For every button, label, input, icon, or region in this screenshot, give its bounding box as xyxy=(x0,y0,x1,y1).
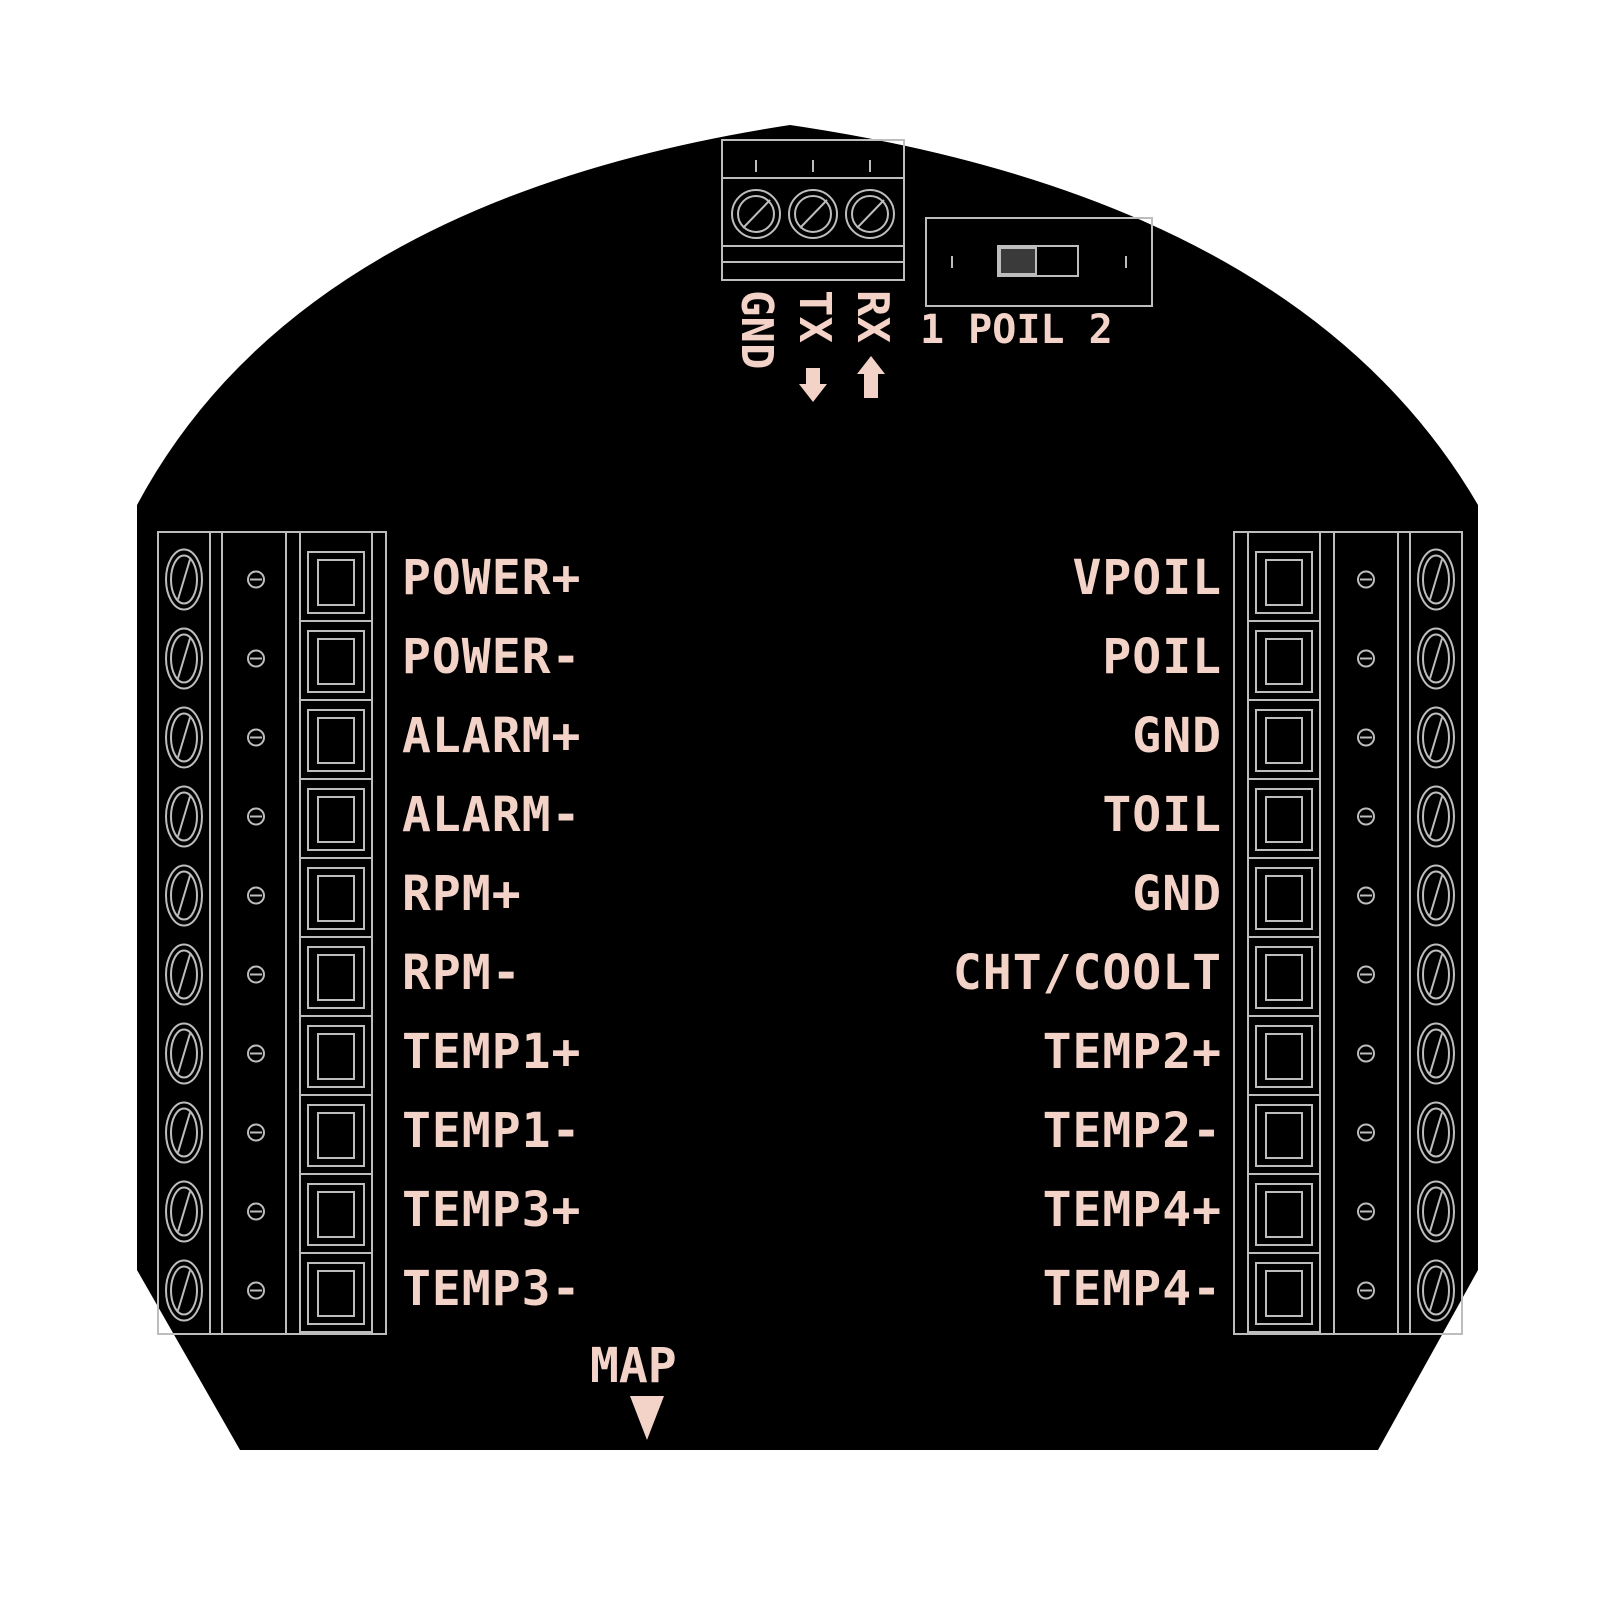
right-pin xyxy=(1248,1259,1455,1333)
left-pin xyxy=(165,548,372,622)
right-pin xyxy=(1248,1101,1455,1175)
left-pin xyxy=(165,1101,372,1175)
top-screw-1 xyxy=(731,160,781,239)
left-pin xyxy=(165,1022,372,1096)
down-arrow-icon xyxy=(799,368,827,402)
right-pin xyxy=(1248,1022,1455,1096)
left-pin xyxy=(165,627,372,701)
map-port-icon xyxy=(630,1396,664,1440)
right-pin xyxy=(1248,548,1455,622)
left-pin xyxy=(165,1259,372,1333)
poil-switch xyxy=(925,217,1153,307)
right-pin xyxy=(1248,864,1455,938)
top-screw-2 xyxy=(788,160,838,239)
right-pin xyxy=(1248,785,1455,859)
right-pin xyxy=(1248,627,1455,701)
left-terminal-block xyxy=(157,531,387,1335)
left-pin xyxy=(165,785,372,859)
right-pin xyxy=(1248,1180,1455,1254)
right-terminal-block xyxy=(1233,531,1463,1335)
up-arrow-icon xyxy=(857,356,885,398)
left-pin xyxy=(165,864,372,938)
right-pin xyxy=(1248,943,1455,1017)
right-pin xyxy=(1248,706,1455,780)
board-outline xyxy=(137,125,1478,1450)
top-connector xyxy=(721,139,905,281)
left-pin xyxy=(165,1180,372,1254)
left-pin xyxy=(165,706,372,780)
switch-slider xyxy=(999,247,1037,275)
left-pin xyxy=(165,943,372,1017)
top-screw-3 xyxy=(845,160,895,239)
